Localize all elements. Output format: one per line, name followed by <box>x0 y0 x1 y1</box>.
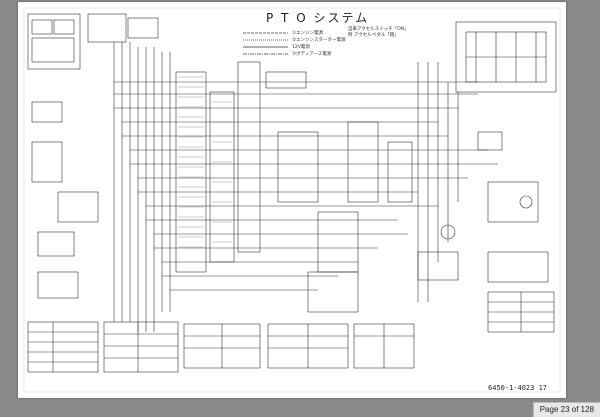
legend-item: ①エンジン電源 <box>292 31 324 36</box>
wiring-diagram <box>23 7 561 393</box>
legend-item: ②エンジンスターター電源 <box>292 38 346 43</box>
legend-item: 12V電源 <box>292 45 310 50</box>
diagram-title: P T O システム <box>266 11 370 25</box>
document-number: 6450-1-4023 17 <box>488 384 548 392</box>
diagram-note: 自車アクセルスイッチ「ON」時 アクセルペダル「踏」 <box>348 27 407 38</box>
legend-item: ③ボディアース電源 <box>292 52 332 57</box>
document-page: P T O システム ①エンジン電源 ②エンジンスターター電源 12V電源 ③ボ… <box>18 2 566 398</box>
page-indicator: Page 23 of 128 <box>532 402 600 417</box>
